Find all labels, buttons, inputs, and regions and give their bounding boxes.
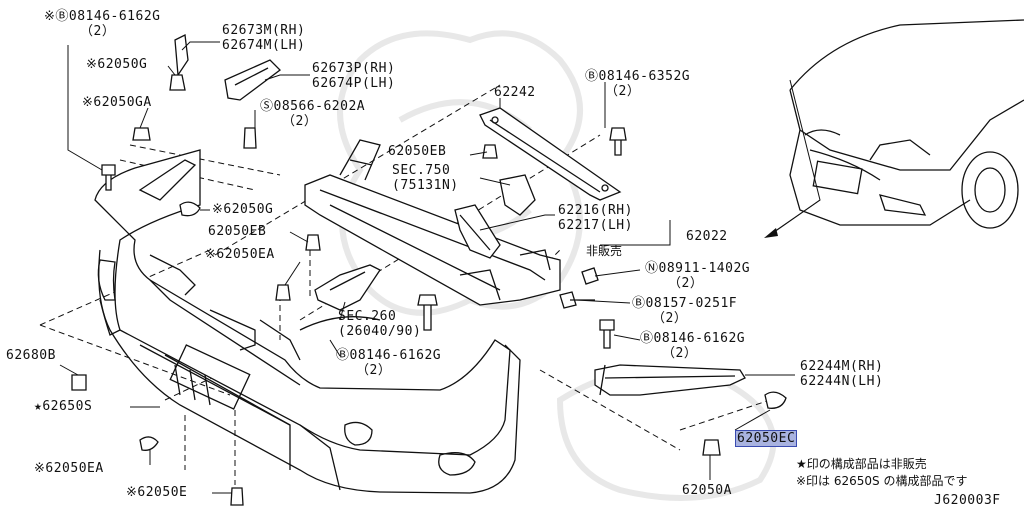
label-bolt-right-qty: （2） — [662, 346, 698, 361]
label-screw-qty: （2） — [282, 114, 318, 129]
label-bolt-08157-0251f: Ⓑ08157-0251F — [632, 296, 738, 311]
side-brackets-left — [138, 34, 281, 201]
label-clip-62050g-top: ※62050G — [86, 57, 148, 72]
label-bolt-top-left-qty: （2） — [80, 24, 116, 39]
bracket-sec260 — [314, 264, 381, 311]
label-clip-62050ea-mid: ※62050EA — [205, 247, 275, 262]
label-clip-62050a: 62050A — [682, 483, 732, 498]
note-star-not-sold: ★印の構成部品は非販売 — [796, 457, 927, 471]
label-clip-62050eb-left: 62050EB — [208, 224, 267, 239]
label-reinforcement-62022: 62022 — [686, 229, 728, 244]
leader-lines — [59, 41, 821, 494]
label-bolt-08146-6162g-bottom: Ⓑ08146-6162G — [336, 348, 442, 363]
label-bracket-62680b: 62680B — [6, 348, 56, 363]
bumper-reinforcement — [304, 139, 561, 306]
label-clip-62050ec: 62050EC — [734, 430, 798, 447]
label-bolt-bottom-qty: （2） — [356, 363, 392, 378]
label-sec260-ref: (26040/90) — [338, 324, 422, 339]
label-bolt-08146-6162g-top: ※Ⓑ08146-6162G — [44, 9, 161, 24]
bracket-sec750 — [499, 174, 536, 216]
label-stay-62244m: 62244M(RH) — [800, 359, 884, 374]
upper-member-62242 — [479, 107, 622, 201]
label-fascia-62650s: ★62650S — [34, 399, 93, 414]
label-clip-62050e: ※62050E — [126, 485, 188, 500]
label-stay-62244n: 62244N(LH) — [800, 374, 884, 389]
fasteners — [71, 74, 787, 506]
label-62673m: 62673M(RH) — [222, 23, 306, 38]
vehicle-inset-illustration — [764, 19, 1024, 238]
label-bracket-62217: 62217(LH) — [558, 218, 633, 233]
label-screw-08566-6202a: Ⓢ08566-6202A — [260, 99, 366, 114]
label-62674m: 62674M(LH) — [222, 38, 306, 53]
label-bolt-0251f-qty: （2） — [652, 311, 688, 326]
front-bumper-fascia — [94, 149, 521, 494]
label-nut-qty: （2） — [668, 276, 704, 291]
label-62673p: 62673P(RH) — [312, 61, 396, 76]
label-clip-62050ea-bottom: ※62050EA — [34, 461, 104, 476]
label-62674p: 62674P(LH) — [312, 76, 396, 91]
stay-62244 — [594, 364, 746, 396]
highlighted-part-62050ec[interactable]: 62050EC — [734, 430, 798, 447]
label-bolt-08146-6162g-right: Ⓑ08146-6162G — [640, 331, 746, 346]
label-bolt-6352g-qty: （2） — [605, 84, 641, 99]
label-sec750: SEC.750 — [392, 163, 451, 178]
bracket-62216 — [454, 204, 501, 259]
note-kome-components: ※印は 62650S の構成部品です — [796, 474, 968, 488]
label-clip-62050eb-top: 62050EB — [388, 144, 447, 159]
label-clip-62050ga: ※62050GA — [82, 95, 152, 110]
label-not-sold: 非販売 — [586, 244, 623, 258]
label-clip-62050g-mid: ※62050G — [212, 202, 274, 217]
figure-id: J620003F — [934, 493, 1001, 508]
label-sec750-ref: (75131N) — [392, 178, 459, 193]
label-member-62242: 62242 — [494, 85, 536, 100]
label-bracket-62216: 62216(RH) — [558, 203, 633, 218]
label-sec260: SEC.260 — [338, 309, 397, 324]
label-bolt-08146-6352g: Ⓑ08146-6352G — [585, 69, 691, 84]
label-nut-08911-1402g: Ⓝ08911-1402G — [645, 261, 751, 276]
